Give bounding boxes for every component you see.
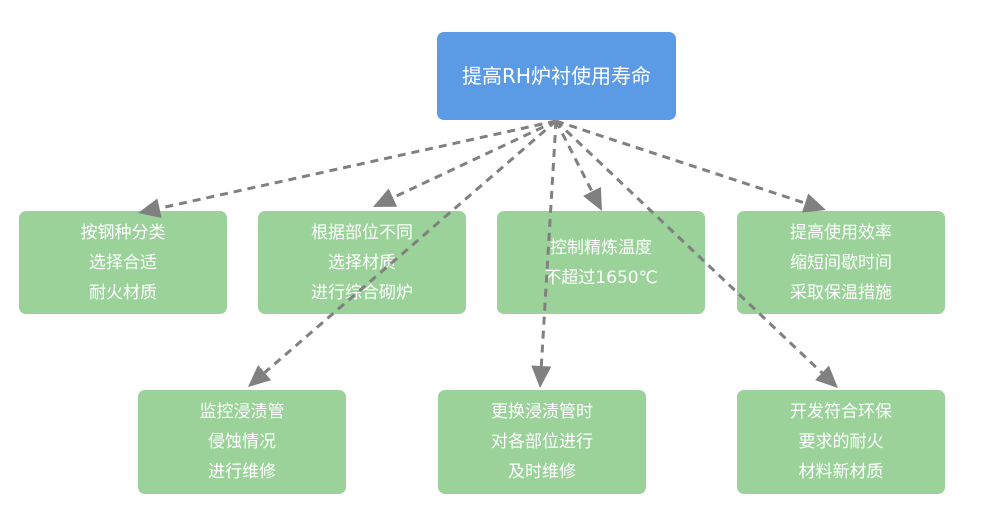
child-node-2: 根据部位不同 选择材质 进行综合砌炉: [258, 211, 466, 314]
node-line: 更换浸渍管时: [491, 402, 593, 422]
node-line: 材料新材质: [798, 462, 884, 482]
child-node-4: 提高使用效率 缩短间歇时间 采取保温措施: [737, 211, 945, 314]
node-line: 耐火材质: [89, 282, 157, 303]
edge-line-7: [554, 119, 824, 374]
arrowhead-icon: [583, 186, 602, 211]
node-line: 监控浸渍管: [199, 402, 285, 422]
edge-line-5: [263, 119, 557, 374]
edge-line-6: [539, 120, 558, 367]
child-node-7: 开发符合环保 要求的耐火 材料新材质: [737, 390, 945, 494]
node-line: 进行维修: [208, 462, 276, 482]
node-line: 开发符合环保: [790, 402, 892, 422]
node-line: 进行综合砌炉: [311, 282, 413, 303]
arrowhead-icon: [815, 365, 838, 388]
node-line: 侵蚀情况: [208, 432, 276, 452]
node-line: 根据部位不同: [311, 222, 413, 243]
root-label: 提高RH炉衬使用寿命: [462, 64, 651, 88]
node-line: 对各部位进行: [491, 432, 593, 452]
node-line: 及时维修: [508, 462, 576, 482]
edge-line-2: [392, 119, 557, 200]
node-line: 控制精炼温度: [550, 237, 652, 258]
arrowhead-icon: [531, 365, 552, 388]
node-line: 选择合适: [89, 252, 157, 273]
node-line: 按钢种分类: [80, 222, 166, 243]
root-node: 提高RH炉衬使用寿命: [437, 32, 676, 120]
node-line: 缩短间歇时间: [790, 252, 892, 273]
edge-line-1: [159, 119, 557, 210]
child-node-1: 按钢种分类 选择合适 耐火材质: [19, 211, 227, 314]
node-line: 选择材质: [328, 252, 396, 273]
node-line: 提高使用效率: [790, 222, 892, 243]
arrowhead-icon: [801, 193, 826, 213]
node-line: 不超过1650℃: [544, 267, 658, 288]
child-node-6: 更换浸渍管时 对各部位进行 及时维修: [438, 390, 646, 494]
arrowhead-icon: [248, 365, 272, 387]
node-line: 要求的耐火: [798, 432, 884, 452]
edge-line-4: [555, 119, 806, 205]
arrowhead-icon: [373, 188, 398, 207]
node-line: 采取保温措施: [790, 282, 892, 303]
child-node-5: 监控浸渍管 侵蚀情况 进行维修: [138, 390, 346, 494]
arrowhead-icon: [138, 198, 162, 219]
